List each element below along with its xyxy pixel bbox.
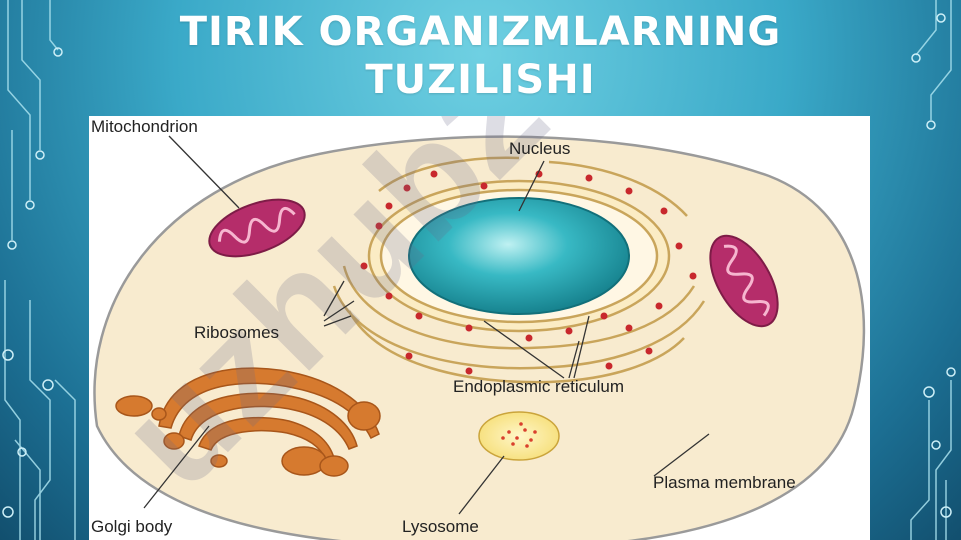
circuit-decoration-left bbox=[2, 0, 76, 540]
cell-diagram-panel: uzhub24 Mitochondrion Nucleus Ribosomes … bbox=[89, 116, 870, 540]
label-mitochondrion: Mitochondrion bbox=[91, 117, 198, 136]
title-line-2: TUZILISHI bbox=[365, 57, 596, 103]
slide-title: TIRIK ORGANIZMLARNING TUZILISHI bbox=[0, 8, 961, 104]
leader-lines bbox=[143, 135, 710, 515]
cell-diagram: uzhub24 Mitochondrion Nucleus Ribosomes … bbox=[89, 116, 866, 540]
label-nucleus: Nucleus bbox=[509, 139, 570, 158]
label-ribosomes: Ribosomes bbox=[194, 323, 279, 342]
label-endoplasmic-reticulum: Endoplasmic reticulum bbox=[453, 377, 624, 396]
lysosome bbox=[478, 411, 560, 461]
label-golgi-body: Golgi body bbox=[91, 517, 173, 536]
golgi-body bbox=[115, 367, 381, 477]
mitochondrion-right bbox=[709, 234, 779, 328]
title-line-1: TIRIK ORGANIZMLARNING bbox=[179, 9, 782, 55]
nucleus-shape bbox=[408, 197, 630, 315]
mitochondrion-left bbox=[208, 198, 306, 258]
label-plasma-membrane: Plasma membrane bbox=[653, 473, 796, 492]
ribosomes bbox=[360, 170, 697, 375]
circuit-decoration-right bbox=[910, 0, 956, 540]
label-lysosome: Lysosome bbox=[402, 517, 479, 536]
